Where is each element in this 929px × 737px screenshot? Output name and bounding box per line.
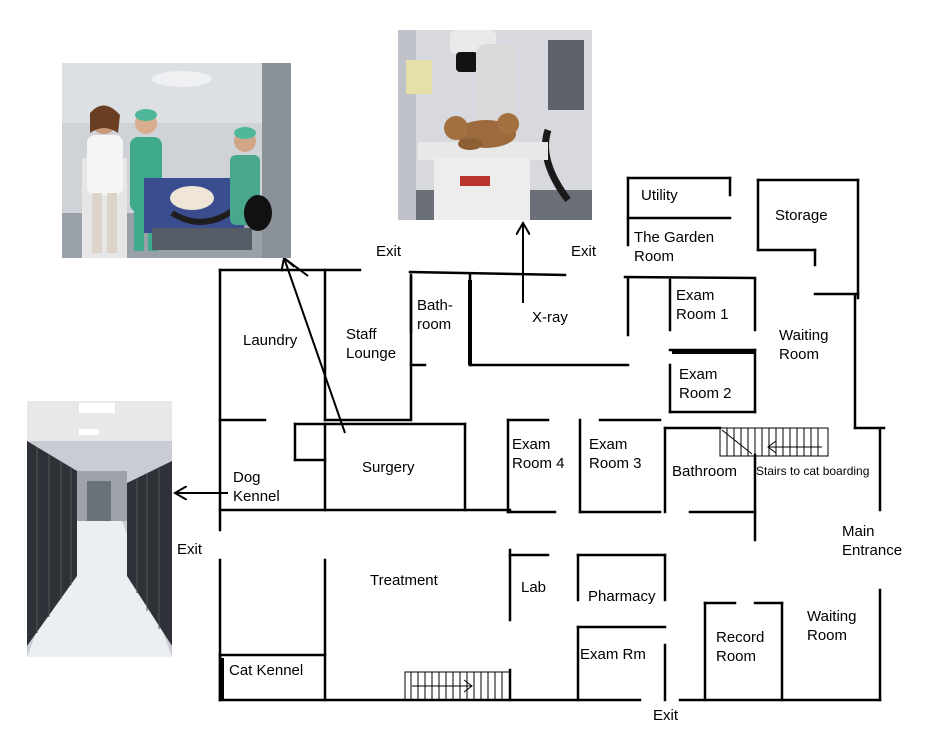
waiting-room-top-label-2: Room [779,346,820,363]
dog-kennel-label-2: Kennel [233,488,280,505]
photo-arrows [175,223,523,493]
stairs-cat-boarding-label: Stairs to cat boarding [756,464,870,478]
staff-lounge-label-1: Staff [346,326,377,343]
cat-kennel-label: Cat Kennel [229,662,304,679]
exam-room-1-label-1: Exam [676,287,715,304]
bathroom-label: Bathroom [672,463,738,480]
storage-label: Storage [775,207,828,224]
bathroom-small-label-1: Bath- [417,297,453,314]
exit-label-top-right: Exit [571,243,597,260]
kennel-photo [27,401,172,657]
exam-room-1-label-2: Room 1 [676,306,729,323]
waiting-room-bottom-label-2: Room [807,627,848,644]
xray-label: X-ray [532,309,568,326]
main-entrance-label-2: Entrance [842,542,903,559]
lab-label: Lab [521,579,547,596]
walls [218,176,886,702]
thick-walls [220,280,755,700]
waiting-room-top-label-1: Waiting [779,327,829,344]
garden-room-label-2: Room [634,248,675,265]
stairs-bottom [404,671,511,701]
garden-room-label-1: The Garden [634,229,715,246]
main-entrance-label-1: Main [842,523,875,540]
exam-room-3-label-2: Room 3 [589,455,642,472]
laundry-label: Laundry [243,332,298,349]
staff-lounge-label-2: Lounge [346,345,397,362]
pharmacy-label: Pharmacy [588,588,656,605]
surgery-arrow [284,258,346,434]
exit-label-top-left: Exit [376,243,402,260]
exam-room-3-label-1: Exam [589,436,628,453]
utility-label: Utility [641,187,678,204]
surgery-label: Surgery [362,459,415,476]
surgery-photo [62,63,291,258]
stairs-cat-boarding [719,427,829,457]
record-room-label-2: Room [716,648,757,665]
exit-label-bottom: Exit [653,707,679,724]
exam-room-2-label-1: Exam [679,366,718,383]
xray-photo [398,30,592,220]
treatment-label: Treatment [370,572,438,589]
exam-room-2-label-2: Room 2 [679,385,732,402]
exam-room-4-label-1: Exam [512,436,551,453]
exit-label-left: Exit [177,541,203,558]
waiting-room-bottom-label-1: Waiting [807,608,857,625]
dog-kennel-label-1: Dog [233,469,261,486]
exam-room-4-label-2: Room 4 [512,455,565,472]
record-room-label-1: Record [716,629,765,646]
exam-rm-label: Exam Rm [580,646,646,663]
bathroom-small-label-2: room [417,316,452,333]
